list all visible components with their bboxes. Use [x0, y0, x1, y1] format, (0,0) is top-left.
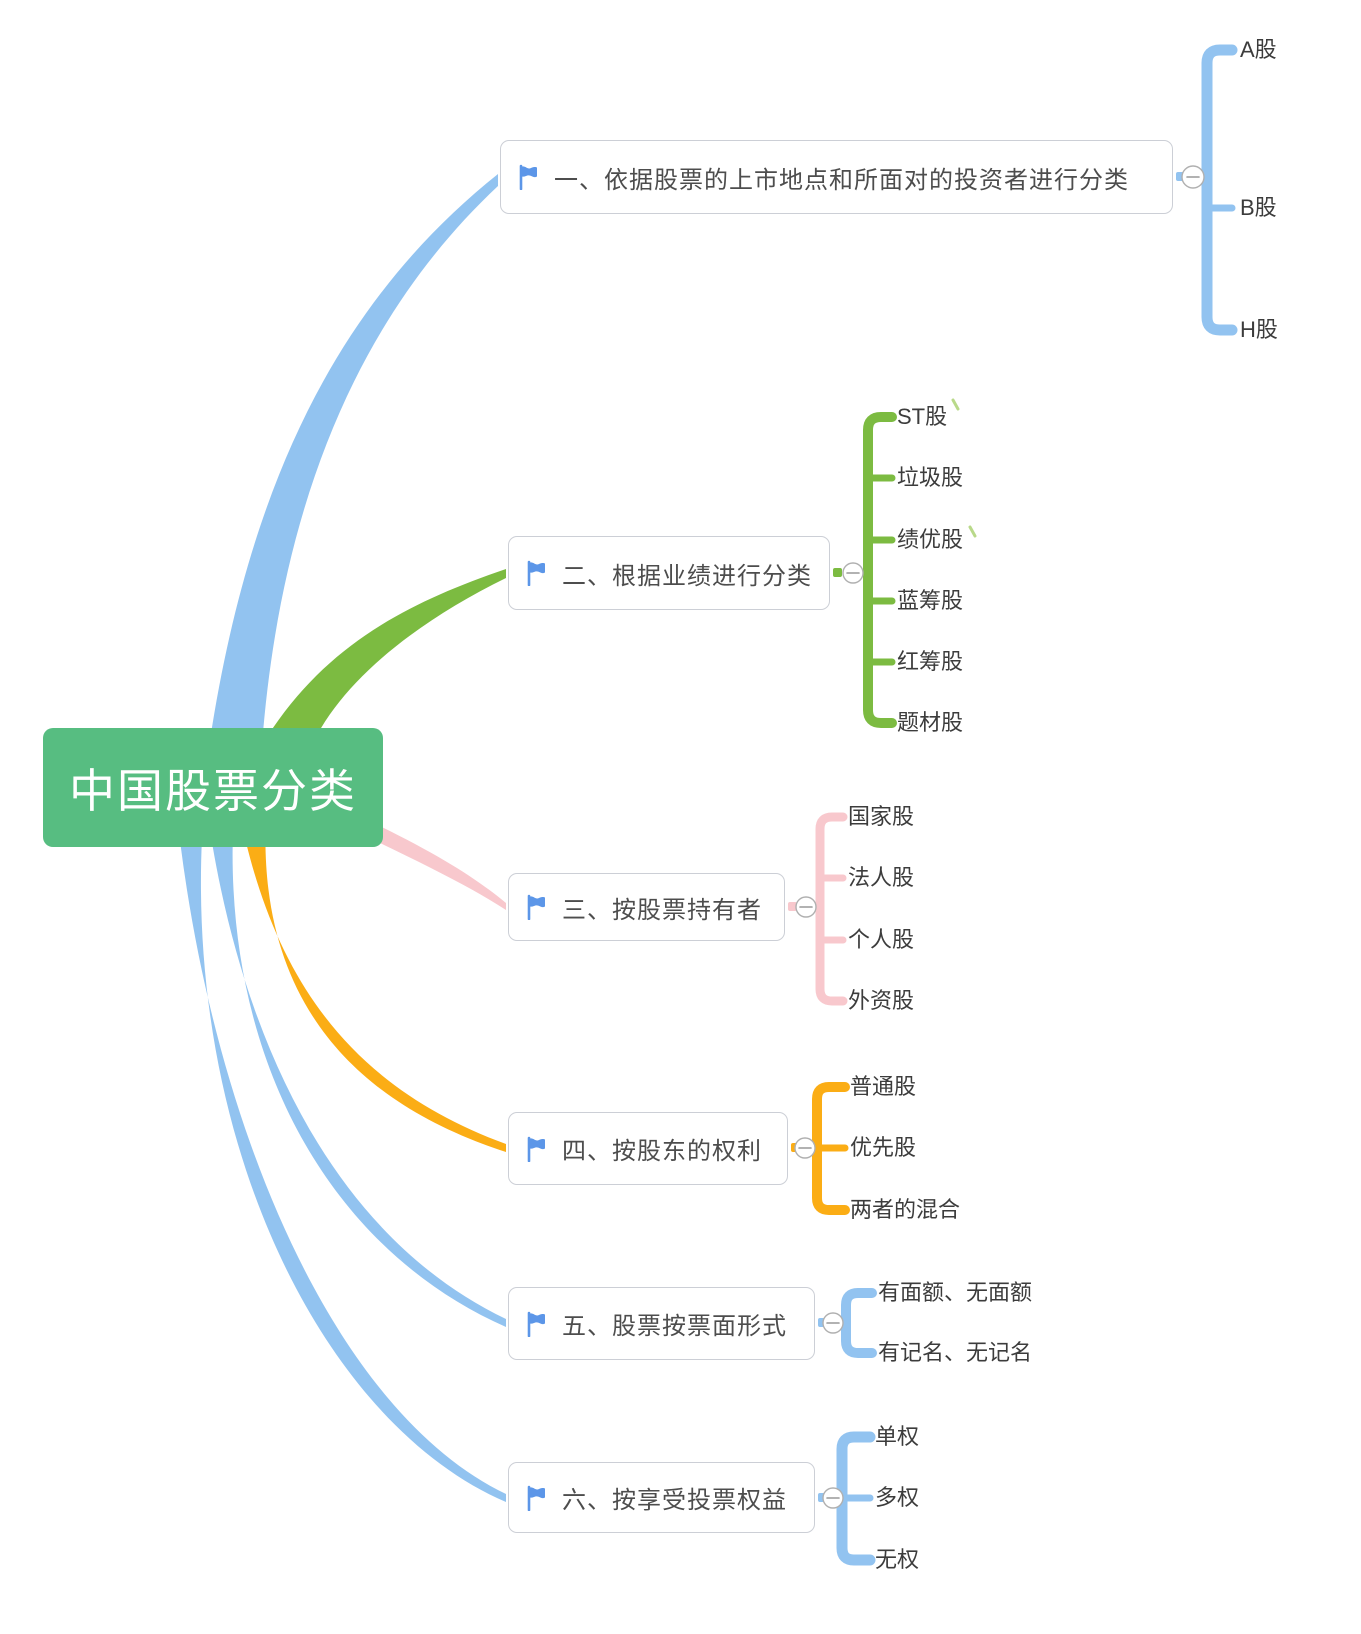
branch-label: 二、根据业绩进行分类	[562, 562, 812, 590]
child-topic[interactable]: ST股	[897, 404, 948, 429]
branch-node-6[interactable]: 六、按享受投票权益	[508, 1462, 815, 1533]
branch-node-2[interactable]: 二、根据业绩进行分类	[508, 536, 830, 610]
branch-node-3[interactable]: 三、按股票持有者	[508, 873, 785, 941]
branch-label: 五、股票按票面形式	[562, 1313, 787, 1340]
child-topic[interactable]: 两者的混合	[850, 1197, 961, 1222]
branch-ribbon	[262, 569, 506, 762]
flag-icon	[527, 1485, 545, 1511]
child-topic[interactable]: 红筹股	[897, 649, 964, 674]
branch-bracket	[833, 398, 977, 728]
branch-bracket	[791, 1082, 850, 1215]
branch-ribbon	[210, 174, 498, 745]
child-topic[interactable]: 单权	[875, 1424, 920, 1449]
connector-dot	[788, 902, 797, 911]
child-topic[interactable]: 国家股	[848, 804, 915, 829]
branch-bracket	[788, 812, 848, 1006]
branch-node-1[interactable]: 一、依据股票的上市地点和所面对的投资者进行分类	[500, 140, 1173, 214]
child-topic[interactable]: 蓝筹股	[897, 588, 964, 613]
root-node[interactable]: 中国股票分类	[43, 728, 383, 847]
child-topic[interactable]: 优先股	[850, 1135, 917, 1160]
child-topic[interactable]: 个人股	[848, 927, 915, 952]
child-topic[interactable]: 垃圾股	[897, 465, 964, 490]
flag-icon	[527, 1136, 545, 1162]
artifact-tick	[968, 525, 977, 538]
child-topic[interactable]: 题材股	[897, 710, 964, 735]
child-topic[interactable]: 外资股	[848, 988, 915, 1013]
flag-icon	[527, 1311, 545, 1337]
child-topic[interactable]: 无权	[875, 1547, 920, 1572]
flag-icon	[519, 164, 537, 190]
branch-bracket	[818, 1288, 877, 1358]
branch-label: 一、依据股票的上市地点和所面对的投资者进行分类	[554, 166, 1129, 194]
child-topic[interactable]: A股	[1240, 37, 1277, 62]
branch-node-5[interactable]: 五、股票按票面形式	[508, 1287, 815, 1360]
child-topic[interactable]: B股	[1240, 195, 1277, 220]
branch-bracket	[1176, 44, 1238, 336]
flag-icon	[527, 894, 545, 920]
branch-label: 三、按股票持有者	[562, 896, 762, 924]
child-topic[interactable]: 多权	[875, 1485, 920, 1510]
child-topic[interactable]: 绩优股	[897, 527, 964, 552]
branch-ribbon	[237, 800, 506, 1152]
child-topic[interactable]: 有面额、无面额	[878, 1280, 1033, 1305]
child-topic[interactable]: 普通股	[850, 1074, 917, 1099]
artifact-tick	[951, 398, 960, 411]
root-label: 中国股票分类	[69, 764, 357, 817]
branch-node-4[interactable]: 四、按股东的权利	[508, 1112, 788, 1185]
branch-label: 四、按股东的权利	[562, 1138, 762, 1165]
connector-dot	[833, 568, 842, 577]
branch-ribbon	[175, 795, 506, 1502]
child-topic[interactable]: H股	[1240, 317, 1278, 342]
child-topic[interactable]: 有记名、无记名	[878, 1340, 1033, 1365]
branch-label: 六、按享受投票权益	[562, 1487, 787, 1514]
flag-icon	[527, 560, 545, 586]
branch-bracket	[818, 1431, 876, 1566]
child-topic[interactable]: 法人股	[848, 865, 915, 890]
